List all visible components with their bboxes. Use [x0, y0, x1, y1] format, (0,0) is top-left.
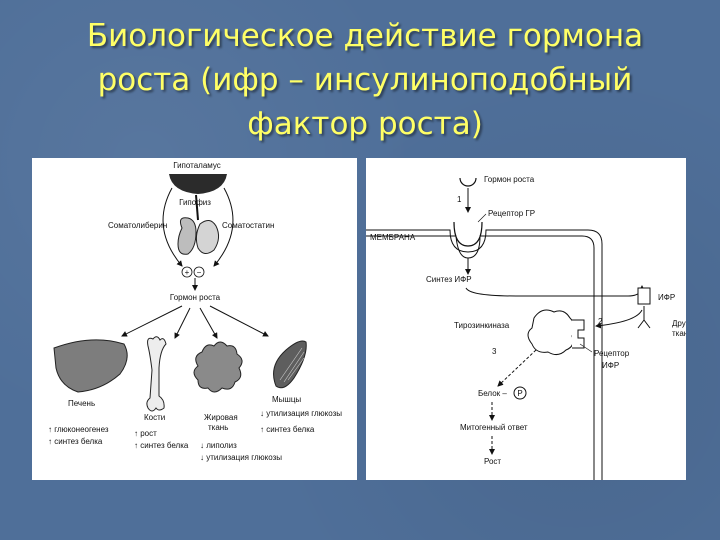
adipose-effect-2: ↓ утилизация глюкозы: [200, 453, 282, 462]
growth-label: Рост: [484, 457, 501, 466]
muscle-effect-1: ↓ утилизация глюкозы: [260, 409, 342, 418]
title-line-1: Биологическое действие гормона: [86, 18, 644, 54]
slide-title: Биологическое действие гормона роста (иф…: [40, 14, 690, 146]
growth-hormone-label: Гормон роста: [170, 293, 221, 302]
adipose-effect-1: ↓ липолиз: [200, 441, 237, 450]
tyrosine-kinase-label: Тирозинкиназа: [454, 321, 510, 330]
other-tissues-label-2: ткани: [672, 329, 686, 338]
muscle-shape: [273, 340, 307, 389]
right-diagram-svg: Гормон роста 1 Рецептор ГР МЕМБРАНА Синт…: [366, 175, 686, 480]
phosphate-circle: [513, 386, 527, 400]
organ-name-liver: Печень: [68, 399, 95, 408]
ifr-receptor-shape: [572, 319, 585, 349]
liver-effect-2: ↑ синтез белка: [48, 437, 103, 446]
tyrosine-kinase-shape: [527, 309, 576, 356]
hypothalamus-shape: [169, 174, 227, 194]
growth-hormone-effects-diagram: Гипоталамус Гипофиз Соматолиберин Сомато…: [32, 158, 357, 480]
receptor-label-2: ИФР: [602, 361, 619, 370]
adipose-tissue-shape: [193, 341, 243, 393]
receptor-label-1: Рецептор: [594, 349, 630, 358]
pituitary-label: Гипофиз: [179, 198, 211, 207]
organ-name-adipose-2: ткань: [208, 423, 228, 432]
pituitary-anterior-shape: [177, 217, 197, 255]
growth-hormone-ligand: [459, 177, 477, 187]
hypothalamus-label: Гипоталамус: [173, 161, 221, 170]
title-line-3: фактор роста): [247, 106, 483, 142]
step-3: 3: [492, 347, 497, 356]
organ-name-bone: Кости: [144, 413, 165, 422]
other-tissues-label-1: Другие: [672, 319, 686, 328]
liver-shape: [53, 339, 128, 393]
gh-label: Гормон роста: [484, 175, 535, 184]
organ-name-muscle: Мышцы: [272, 395, 301, 404]
step-1: 1: [457, 195, 462, 204]
phosphate-label: P: [517, 389, 522, 398]
membrane-label: МЕМБРАНА: [370, 233, 416, 242]
minus-sign: −: [197, 268, 202, 277]
ifr-label: ИФР: [658, 293, 675, 302]
bone-effect-1: ↑ рост: [134, 429, 157, 438]
ifr-box: [637, 287, 651, 305]
title-line-2: роста (ифр – инсулиноподобный: [97, 62, 633, 98]
left-diagram-svg: Гипоталамус Гипофиз Соматолиберин Сомато…: [48, 161, 342, 462]
bone-shape: [146, 336, 167, 412]
pituitary-posterior-shape: [195, 220, 220, 254]
protein-label: Белок –: [478, 389, 507, 398]
ifr-synthesis-label: Синтез ИФР: [426, 275, 472, 284]
somatostatin-label: Соматостатин: [222, 221, 274, 230]
ifr-signaling-diagram: Гормон роста 1 Рецептор ГР МЕМБРАНА Синт…: [366, 158, 686, 480]
receptor-gr-label: Рецептор ГР: [488, 209, 535, 218]
gh-receptor-shape: [453, 221, 483, 247]
liver-effect-1: ↑ глюконеогенез: [48, 425, 109, 434]
bone-effect-2: ↑ синтез белка: [134, 441, 189, 450]
step-2: 2: [598, 317, 603, 326]
mitogenic-response-label: Митогенный ответ: [460, 423, 528, 432]
plus-sign: +: [185, 268, 190, 277]
somatoliberin-label: Соматолиберин: [108, 221, 167, 230]
muscle-effect-2: ↑ синтез белка: [260, 425, 315, 434]
organ-name-adipose-1: Жировая: [204, 413, 238, 422]
